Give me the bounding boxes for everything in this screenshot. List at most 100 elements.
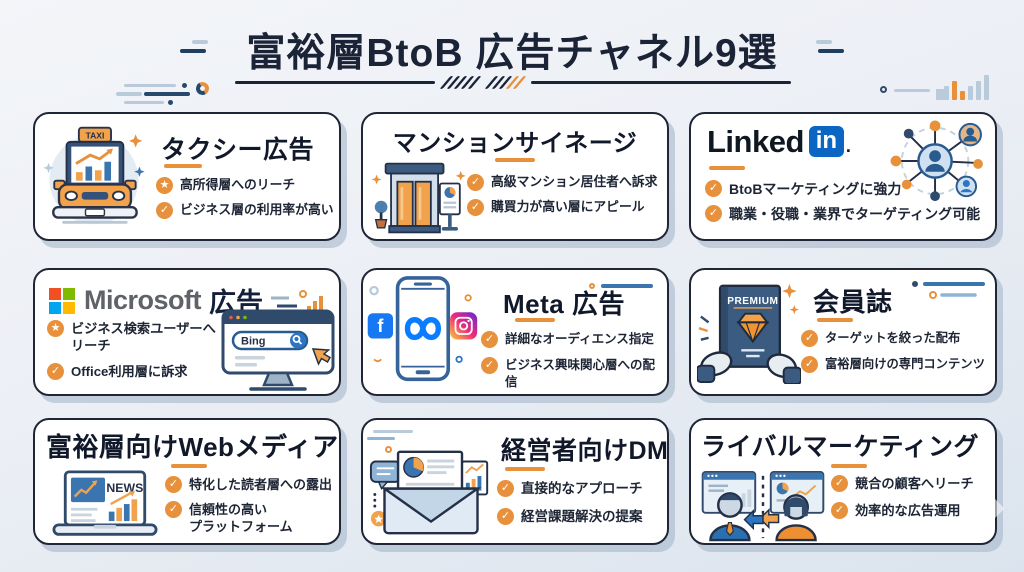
title-accent xyxy=(831,464,867,468)
premium-label: PREMIUM xyxy=(727,296,778,307)
ring-icon xyxy=(194,80,211,97)
check-icon: ✓ xyxy=(497,507,514,525)
check-icon: ✓ xyxy=(705,205,722,223)
bullet-list: ✓ ターゲットを絞った配布 ✓ 富裕層向けの専門コンテンツ xyxy=(801,330,992,373)
taxi-icon: TAXI xyxy=(43,126,145,225)
card-web-media: 富裕層向けWebメディア NEWS ✓ 特化した読者層への露出 ✓ 信頼性の高い… xyxy=(33,418,341,545)
card-microsoft-ads: Microsoft 広告 ★ ビジネス検索ユーザーへ リーチ ✓ Office利… xyxy=(33,268,341,396)
dot-decoration xyxy=(589,283,595,289)
bullet-list: ✓ 詳細なオーディエンス指定 ✓ ビジネス興味関心層への配信 xyxy=(481,331,663,390)
news-label: NEWS xyxy=(106,481,143,495)
card-membership-magazine: PREMIUM 会員誌 ✓ ターゲットを絞った配布 ✓ xyxy=(689,268,997,396)
check-icon: ✓ xyxy=(481,357,498,374)
premium-magazine-icon: PREMIUM xyxy=(697,283,801,384)
card-linkedin: Linked in . xyxy=(689,112,997,241)
bullet-list: ✓ BtoBマーケティングに強力 ✓ 職業・役職・業界でターゲティング可能 xyxy=(705,180,991,224)
title-accent xyxy=(164,164,202,168)
list-item: ✓ ターゲットを絞った配布 xyxy=(801,330,992,347)
list-item: ✓ 詳細なオーディエンス指定 xyxy=(481,331,663,348)
card-title: タクシー広告 xyxy=(161,136,315,164)
title-accent xyxy=(171,464,207,468)
title-accent xyxy=(709,166,745,170)
dot-decoration xyxy=(385,446,392,453)
rival-people-icon xyxy=(701,470,825,542)
underline-left xyxy=(235,80,435,85)
network-graph-icon xyxy=(890,120,983,202)
facebook-icon xyxy=(365,311,395,341)
check-icon: ✓ xyxy=(165,476,182,493)
title-accent xyxy=(505,467,545,471)
list-item: ★ ビジネス検索ユーザーへ リーチ xyxy=(47,320,223,355)
list-item: ✓ 競合の顧客へリーチ xyxy=(831,475,992,492)
speedline-decoration xyxy=(912,281,985,299)
list-item: ✓ 購買力が高い層にアピール xyxy=(467,199,663,216)
check-icon: ✓ xyxy=(831,475,848,492)
card-title: Meta 広告 xyxy=(503,289,625,319)
underline-hatch xyxy=(439,76,527,89)
list-item: ★ 高所得層へのリーチ xyxy=(156,177,335,194)
list-item: ✓ BtoBマーケティングに強力 xyxy=(705,180,991,198)
speedline-decoration xyxy=(601,284,653,288)
card-title: 会員誌 xyxy=(813,287,893,317)
title-underline xyxy=(235,76,791,89)
check-icon: ✓ xyxy=(467,174,484,191)
check-icon: ✓ xyxy=(705,180,722,197)
instagram-icon xyxy=(450,312,478,340)
list-item: ✓ 直接的なアプローチ xyxy=(497,480,663,498)
check-icon: ✓ xyxy=(165,501,182,519)
speedline-decoration xyxy=(373,430,413,433)
check-icon: ✓ xyxy=(497,480,514,497)
list-item: ✓ ビジネス層の利用率が高い xyxy=(156,202,335,219)
card-title: 経営者向けDM xyxy=(501,437,669,465)
microsoft-logo: Microsoft 広告 xyxy=(49,281,327,320)
list-item: ✓ 効率的な広告運用 xyxy=(831,502,992,520)
building-signage-icon xyxy=(371,162,466,234)
card-executive-dm: 経営者向けDM ✓ 直接的なアプローチ ✓ 経営課題解決の提案 xyxy=(361,418,669,545)
list-item: ✓ 高級マンション居住者へ訴求 xyxy=(467,174,663,191)
card-title: 富裕層向けWebメディア xyxy=(46,432,339,462)
linkedin-in-badge: in xyxy=(808,126,844,157)
list-item: ✓ 富裕層向けの専門コンテンツ xyxy=(801,356,992,373)
list-item: ✓ 特化した読者層への露出 xyxy=(165,476,335,493)
check-icon: ✓ xyxy=(156,202,173,219)
page-title: 富裕層BtoB 広告チャネル9選 xyxy=(246,32,778,75)
check-icon: ✓ xyxy=(47,362,64,380)
bullet-list: ★ ビジネス検索ユーザーへ リーチ ✓ Office利用層に訴求 xyxy=(47,320,223,380)
check-icon: ✓ xyxy=(831,502,848,520)
title-accent xyxy=(817,318,853,322)
check-icon: ✓ xyxy=(801,330,818,347)
check-icon: ✓ xyxy=(801,356,818,373)
dm-envelope-icon xyxy=(369,450,489,535)
list-item: ✓ 信頼性の高い プラットフォーム xyxy=(165,501,335,535)
card-meta-ads: f Meta 広告 ✓ 詳細なオーディエンス指定 ✓ ビジネス興味関心層への配信 xyxy=(361,268,669,396)
bullet-list: ✓ 競合の顧客へリーチ ✓ 効率的な広告運用 xyxy=(831,475,992,520)
star-icon: ★ xyxy=(156,177,173,194)
linkedin-logo: Linked in . xyxy=(707,124,851,159)
card-title: ライバルマーケティング xyxy=(701,433,980,461)
speedline-decoration xyxy=(367,437,395,440)
bullet-list: ✓ 直接的なアプローチ ✓ 経営課題解決の提案 xyxy=(497,480,663,526)
bullet-list: ✓ 特化した読者層への露出 ✓ 信頼性の高い プラットフォーム xyxy=(165,476,335,535)
taxi-sign-label: TAXI xyxy=(86,131,105,141)
card-title: マンションサイネージ xyxy=(392,130,638,157)
bullet-list: ★ 高所得層へのリーチ ✓ ビジネス層の利用率が高い xyxy=(156,177,335,219)
list-item: ✓ Office利用層に訴求 xyxy=(47,362,223,380)
microsoft-squares-icon xyxy=(49,287,75,314)
underline-right xyxy=(531,80,791,85)
card-mansion-signage: マンションサイネージ ✓ 高級マンション居住者へ訴求 xyxy=(361,112,669,241)
title-accent xyxy=(495,158,535,162)
bullet-list: ✓ 高級マンション居住者へ訴求 ✓ 購買力が高い層にアピール xyxy=(467,174,663,216)
news-laptop-icon: NEWS xyxy=(52,470,158,536)
list-item: ✓ ビジネス興味関心層への配信 xyxy=(481,357,663,390)
facebook-f-label: f xyxy=(377,316,384,336)
star-icon: ★ xyxy=(47,320,64,337)
bing-label: Bing xyxy=(241,336,265,348)
meta-phone-icon: f xyxy=(365,276,478,382)
check-icon: ✓ xyxy=(481,331,498,348)
bing-monitor-icon: Bing xyxy=(221,309,335,391)
card-taxi-ad: TAXI タクシー広告 ★ 高所得層へのリーチ ✓ ビジネス xyxy=(33,112,341,241)
card-rival-marketing: ライバルマーケティング xyxy=(689,418,997,545)
title-accent xyxy=(515,318,555,322)
list-item: ✓ 経営課題解決の提案 xyxy=(497,507,663,526)
